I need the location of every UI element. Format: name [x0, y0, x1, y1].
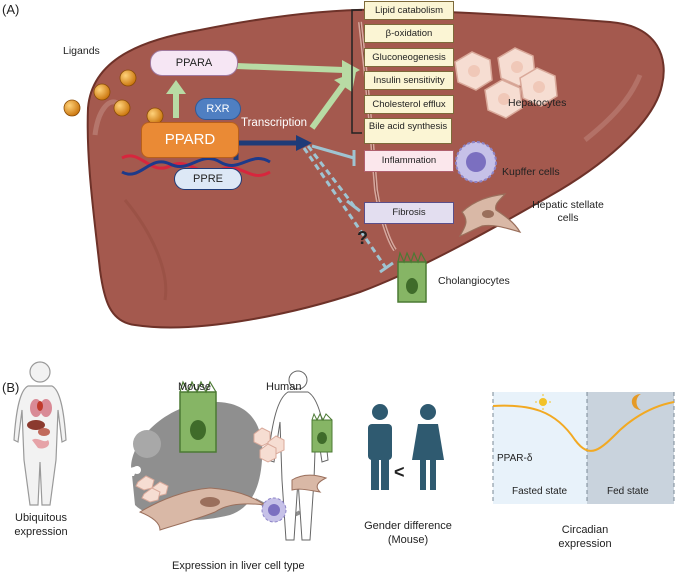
female-figure: [412, 404, 444, 490]
panel-b-graphics: [13, 361, 675, 541]
sun-icon: [535, 394, 551, 410]
ppre-box: PPRE: [174, 168, 242, 190]
cholangiocyte-cell: [397, 251, 427, 303]
rxr-box: RXR: [195, 98, 241, 120]
fibrosis-box: Fibrosis: [364, 202, 454, 224]
inhibit-line-cholangiocytes: [302, 147, 388, 269]
ubiquitous-label: Ubiquitous expression: [14, 512, 68, 538]
hepatocyte-cells: [454, 47, 558, 119]
ppara-box: PPARA: [150, 50, 238, 76]
function-bracket: [351, 9, 362, 134]
function-box: Insulin sensitivity: [364, 71, 454, 90]
moon-icon: [631, 394, 641, 410]
gender-difference-label: Gender difference (Mouse): [364, 520, 452, 546]
ligand-dot: [119, 69, 137, 87]
fasted-state-label: Fasted state: [512, 486, 568, 497]
kupffer-label: Kupffer cells: [502, 166, 560, 178]
inhibit-line-fibrosis: [306, 145, 356, 207]
panel-a-label: (A): [2, 2, 20, 17]
stellate-label: Hepatic stellate cells: [532, 199, 604, 224]
cholangiocytes-label: Cholangiocytes: [438, 275, 510, 287]
function-box: Bile acid synthesis: [364, 118, 452, 144]
function-box: Gluconeogenesis: [364, 48, 454, 67]
ligand-dot: [113, 99, 131, 117]
ligand-dot: [93, 83, 111, 101]
circadian-label: Circadian expression: [558, 524, 612, 550]
human-label: Human: [266, 381, 302, 393]
ligand-dot: [63, 99, 81, 117]
mouse-figure: [126, 380, 302, 531]
human-organs-figure: [13, 361, 67, 506]
circadian-chart: [492, 392, 675, 504]
inflammation-box: Inflammation: [364, 150, 454, 172]
function-box: β-oxidation: [364, 24, 454, 43]
question-mark: ?: [357, 228, 368, 248]
function-box: Cholesterol efflux: [364, 95, 454, 114]
liver-diagram: [63, 8, 665, 329]
less-than-sign: <: [394, 462, 405, 482]
pprd-box: PPARD: [141, 122, 239, 158]
panel-b-label: (B): [2, 380, 20, 395]
activation-arrow: [309, 82, 347, 130]
inhibit-line-inflammation: [311, 144, 355, 160]
stellate-cell: [458, 193, 522, 238]
activation-arrow: [235, 63, 345, 73]
function-box: Lipid catabolism: [364, 1, 454, 20]
ppar-delta-label: PPAR-δ: [497, 453, 533, 464]
human-outline-figure: [253, 370, 333, 541]
fed-state-label: Fed state: [607, 486, 649, 497]
male-figure: [368, 404, 392, 490]
kupffer-cell: [455, 141, 497, 183]
hepatocytes-label: Hepatocytes: [508, 97, 567, 109]
liver-cell-type-label: Expression in liver cell type: [172, 560, 305, 572]
ppar-delta-curve: [492, 401, 675, 452]
transcription-label: Transcription: [241, 117, 308, 129]
ligands-label: Ligands: [63, 45, 100, 57]
mouse-label: Mouse: [178, 381, 212, 393]
